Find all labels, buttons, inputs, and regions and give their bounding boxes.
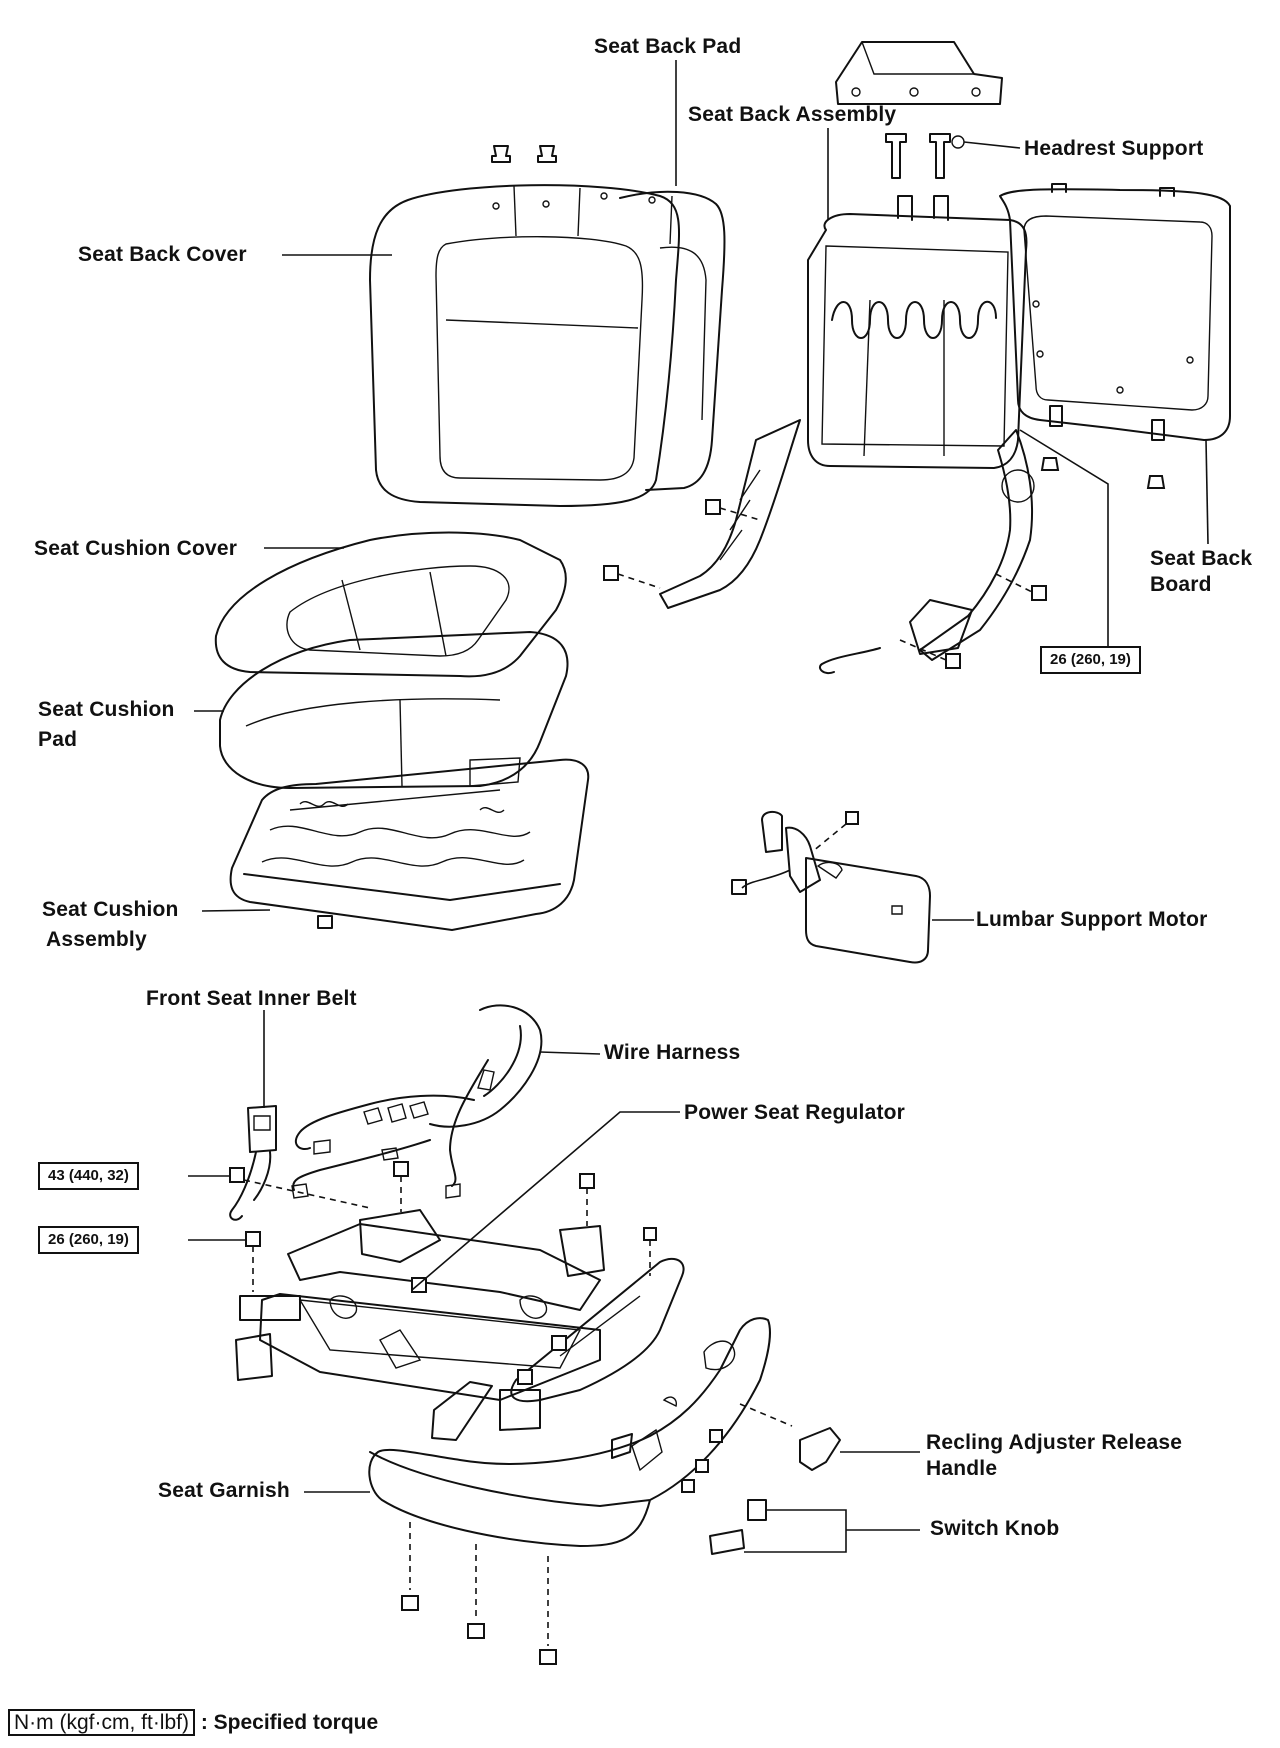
recling-handle-part bbox=[739, 1403, 920, 1471]
torque-legend-text: : Specified torque bbox=[200, 1711, 379, 1734]
seat-cushion-pad-part bbox=[219, 631, 569, 789]
seat-back-cover-part bbox=[369, 184, 681, 507]
seat-back-bolts bbox=[603, 457, 1166, 669]
seat-cushion-assembly-label-line1: Seat Cushion bbox=[42, 898, 179, 921]
seat-garnish-label: Seat Garnish bbox=[158, 1479, 290, 1502]
inner-garnish-part bbox=[499, 1257, 685, 1431]
front-seat-inner-belt-label: Front Seat Inner Belt bbox=[146, 987, 357, 1010]
power-seat-regulator-part bbox=[235, 1111, 680, 1441]
seat-garnish-part bbox=[304, 1317, 771, 1665]
seat-cushion-assembly-label-line2: Assembly bbox=[46, 928, 147, 951]
seat-back-pad-label: Seat Back Pad bbox=[594, 35, 742, 58]
switch-knob-label: Switch Knob bbox=[930, 1517, 1060, 1540]
torque-legend: N·m (kgf·cm, ft·lbf) : Specified torque bbox=[8, 1709, 379, 1736]
headrest-part bbox=[835, 41, 1003, 105]
seat-back-board-part bbox=[999, 183, 1231, 441]
torque-box-regulator: 26 (260, 19) bbox=[38, 1226, 139, 1254]
headrest-support-pins bbox=[885, 133, 1021, 179]
recling-handle-label-line1: Recling Adjuster Release bbox=[926, 1431, 1183, 1454]
torque-box-seat-back: 26 (260, 19) bbox=[1040, 646, 1141, 674]
seat-cushion-pad-label-line1: Seat Cushion bbox=[38, 698, 175, 721]
pad-clips bbox=[491, 145, 557, 163]
seat-back-assembly-label: Seat Back Assembly bbox=[688, 103, 897, 126]
leader-lines bbox=[188, 60, 1209, 1241]
front-seat-inner-belt-part bbox=[229, 1105, 371, 1221]
power-seat-regulator-label: Power Seat Regulator bbox=[684, 1101, 906, 1124]
torque-box-inner-belt: 43 (440, 32) bbox=[38, 1162, 139, 1190]
wire-harness-part bbox=[291, 1004, 601, 1199]
seat-back-frame-part bbox=[659, 195, 1035, 674]
torque-unit-box: N·m (kgf·cm, ft·lbf) bbox=[8, 1709, 195, 1736]
seat-cushion-cover-label: Seat Cushion Cover bbox=[34, 537, 238, 560]
seat-cushion-cover-part bbox=[214, 531, 567, 678]
headrest-support-label: Headrest Support bbox=[1024, 137, 1204, 160]
seat-cushion-assembly-part bbox=[229, 757, 590, 931]
seat-back-board-label-line2: Board bbox=[1150, 573, 1212, 596]
seat-back-pad-part bbox=[619, 190, 726, 491]
wire-harness-label: Wire Harness bbox=[604, 1041, 741, 1064]
seat-back-board-label-line1: Seat Back bbox=[1150, 547, 1253, 570]
lumbar-support-motor-part bbox=[731, 810, 931, 964]
seat-back-cover-label: Seat Back Cover bbox=[78, 243, 247, 266]
seat-cushion-pad-label-line2: Pad bbox=[38, 728, 78, 751]
lumbar-support-motor-label: Lumbar Support Motor bbox=[976, 908, 1208, 931]
recling-handle-label-line2: Handle bbox=[926, 1457, 998, 1480]
switch-knob-part bbox=[709, 1499, 920, 1555]
